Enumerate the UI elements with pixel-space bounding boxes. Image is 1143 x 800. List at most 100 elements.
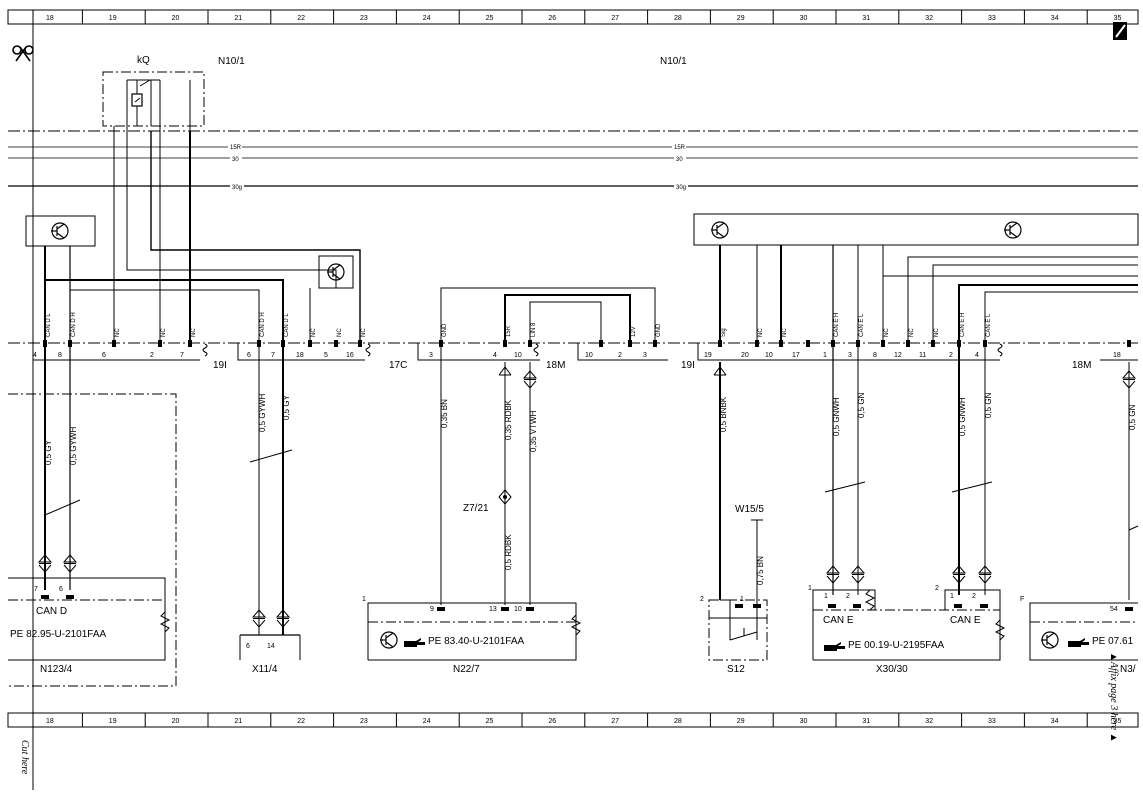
pin-number: 10 [765,352,773,359]
pin-label: NC [909,328,915,337]
bus-label-can-e: CAN E [950,615,981,626]
module-pin [1125,607,1133,611]
connector-break-mark [202,343,208,357]
pin-label: CAN E H [960,313,966,337]
plug-symbol [251,609,267,628]
pin-number: 19 [704,352,712,359]
pin-label: CAN D L [284,313,290,337]
wire-label: 0,5 GN [984,392,993,418]
pin-number: 20 [741,352,749,359]
connector-label: 17C [389,360,407,371]
wire-label: 0,5 RDBK [504,534,513,570]
module-pin [753,604,761,608]
grid-column-number: 28 [674,718,682,725]
pin-label: Sig [721,328,727,337]
module-pin [980,604,988,608]
break-mark [159,611,171,633]
pin-label: NC [782,328,788,337]
wire-label: 0,5 GN [1128,404,1137,430]
pin-number: 13 [489,606,497,613]
grid-column-number: 21 [234,718,242,725]
pin-mark [983,340,987,347]
pin-number: 10 [514,606,522,613]
connector-x30-30 [812,589,1001,661]
reference-text: PE 82.95-U-2101FAA [10,629,106,640]
break-mark [570,614,582,636]
pin-label: NC [758,328,764,337]
grid-column-number: 34 [1051,718,1059,725]
plug-symbol [977,565,993,584]
pin-mark [439,340,443,347]
bus-label-15r: 15R [230,145,242,151]
pin-number: 7 [34,586,38,593]
pin-mark [806,340,810,347]
pin-label: CAN D H [71,312,77,337]
pin-label: NC [884,328,890,337]
pin-number: 4 [975,352,979,359]
module-label-n123-4: N123/4 [40,664,73,675]
grid-column-number: 31 [862,15,870,22]
pin-mark [779,340,783,347]
grid-frame [7,9,1139,790]
pin-mark [308,340,312,347]
pin-mark [831,340,835,347]
pin-number: 14 [267,643,275,650]
pin-mark [257,340,261,347]
module-pin [66,595,74,599]
pin-mark [718,340,722,347]
grid-column-number: 25 [486,15,494,22]
pin-number: 2 [846,593,850,600]
transistor-icon [1004,221,1022,239]
pin-number: 2 [700,596,704,603]
pin-label: CAN E L [986,313,992,337]
pin-label: 15R [506,325,512,337]
bus-label-30g: 30g [676,185,686,191]
pin-label: GND [656,323,662,337]
pin-mark [112,340,116,347]
grid-column-number: 22 [297,718,305,725]
pin-mark [628,340,632,347]
grid-column-number: 29 [737,15,745,22]
pin-mark [931,340,935,347]
pin-number: 17 [792,352,800,359]
bus-label-30g: 30g [232,185,242,191]
pin-number: 9 [430,606,434,613]
pin-label: NC [161,328,167,337]
pin-number: 3 [643,352,647,359]
pin-mark [281,340,285,347]
pin-number: 7 [271,352,275,359]
module-label-x30-30: X30/30 [876,664,908,675]
grid-column-number: 33 [988,718,996,725]
plug-symbol [713,366,727,376]
pin-number: 10 [514,352,522,359]
connector-label: 18M [1072,360,1091,371]
grid-column-number: 35 [1114,718,1122,725]
grid-column-number: 23 [360,718,368,725]
pin-number: 11 [919,352,926,359]
pin-number: 6 [102,352,106,359]
grid-column-number: 18 [46,15,54,22]
module-n22-7 [367,602,577,661]
connector-label: 19I [681,360,695,371]
bus-label-can-d: CAN D [36,606,67,617]
grid-column-number: 20 [172,718,180,725]
plug-symbol [498,366,512,376]
pin-label: CAN E H [834,313,840,337]
switch-s12 [708,599,768,661]
transistor-icon [711,221,729,239]
module-right-partial [1029,602,1138,661]
reference-hand-icon [404,638,425,647]
grid-column-number: 20 [172,15,180,22]
grid-column-number: 26 [548,15,556,22]
bus-labels: 15R 15R 30 30 30g 30g [228,142,688,191]
pencil-icon [1113,22,1127,40]
pin-mark [188,340,192,347]
pin-number: 1 [808,585,812,592]
grid-column-number: 24 [423,718,431,725]
wire-label: 0,5 GNWH [958,397,967,436]
pin-mark [358,340,362,347]
module-pin [437,607,445,611]
reference-text: PE 83.40-U-2101FAA [428,636,524,647]
pin-label: CAN D L [46,313,52,337]
